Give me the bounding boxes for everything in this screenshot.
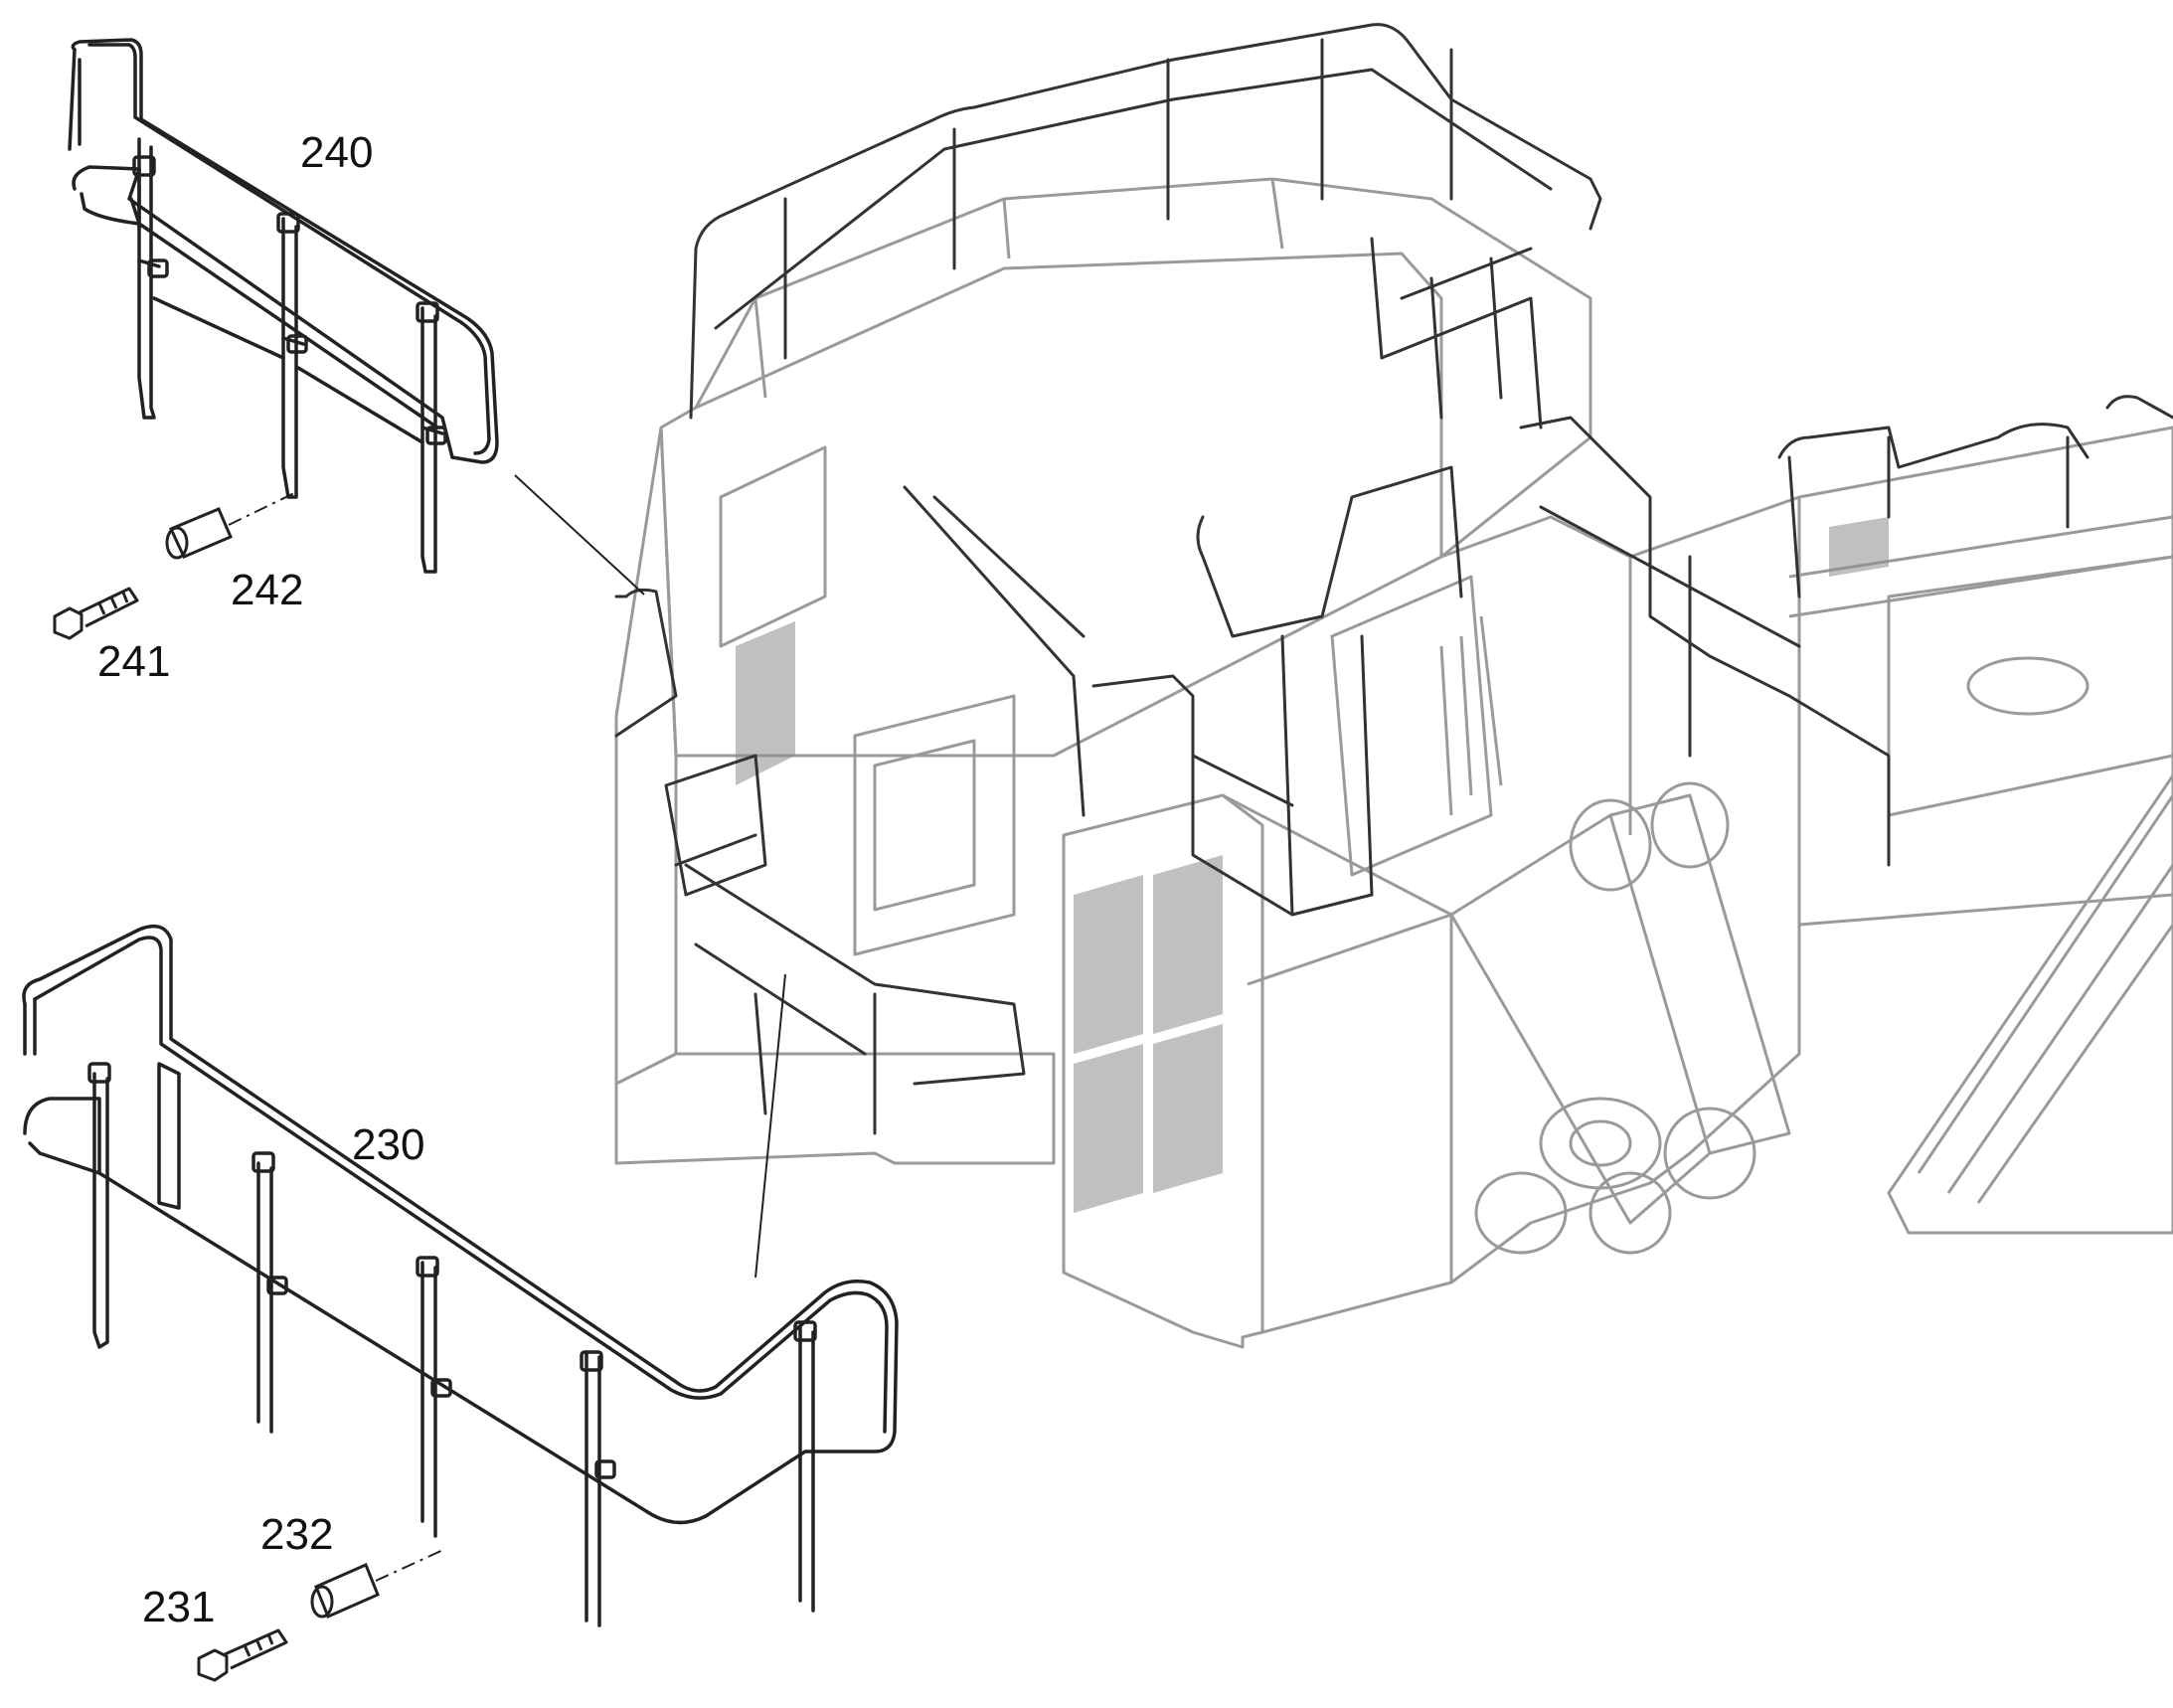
vent-grille-3 <box>1153 855 1223 1034</box>
vent-grille-4 <box>1074 1044 1143 1213</box>
leader-240-to-machine <box>514 474 645 596</box>
post-230-e <box>798 1325 815 1613</box>
post-240-b <box>281 217 298 499</box>
machine-installed-handrails <box>614 23 2173 1135</box>
fastener-241-bolt <box>53 587 139 640</box>
vent-grille-6 <box>1829 517 1889 577</box>
machine-upper-structure <box>614 177 2173 1349</box>
callout-240: 240 <box>300 128 374 177</box>
fastener-231-bolt <box>197 1628 288 1682</box>
part-230-handrail <box>22 924 899 1627</box>
leader-230-to-machine <box>754 973 786 1279</box>
callout-230: 230 <box>352 1120 425 1169</box>
callout-241: 241 <box>97 637 171 686</box>
installed-rail-top-back <box>689 23 1602 420</box>
installed-rail-front-lower <box>684 863 1026 1086</box>
post-240-a <box>137 137 156 420</box>
fastener-242-spacer <box>165 507 233 560</box>
installed-rail-right <box>1519 416 1891 867</box>
installed-rail-left-step <box>664 754 767 897</box>
leader-lines <box>228 474 786 1582</box>
machine-right-housing <box>1797 426 2173 927</box>
machine-left-base <box>614 1052 1056 1165</box>
post-230-c <box>420 1261 437 1538</box>
machine-center-cabinet <box>1062 793 1264 1349</box>
post-230-d <box>585 1350 601 1627</box>
installed-rail-cabin <box>1196 465 1463 638</box>
installed-rail-mid <box>903 485 1086 817</box>
callout-232: 232 <box>260 1510 334 1559</box>
part-240-handrail <box>68 38 499 574</box>
vent-grille-5 <box>1153 1024 1223 1193</box>
post-230-a <box>92 1072 109 1349</box>
machine-vent-grilles <box>736 517 1889 1213</box>
fastener-232-spacer <box>310 1563 380 1619</box>
machine-left-housing-front <box>614 426 678 1086</box>
axis-232 <box>375 1548 446 1582</box>
machine-top-deck <box>694 177 1592 559</box>
vent-grille-1 <box>736 621 795 785</box>
installed-rail-far-right <box>1777 423 2089 469</box>
callout-242: 242 <box>231 566 304 614</box>
vent-grille-2 <box>1074 875 1143 1054</box>
installed-rail-inner <box>1370 237 1543 429</box>
axis-242 <box>228 491 297 526</box>
post-230-b <box>256 1161 273 1434</box>
machine-stair <box>1887 773 2173 1235</box>
installed-rail-center <box>1091 674 1374 917</box>
machine-left-housing <box>659 252 1443 758</box>
machine-boom-link-right <box>1609 793 1791 1155</box>
callout-231: 231 <box>142 1583 216 1631</box>
